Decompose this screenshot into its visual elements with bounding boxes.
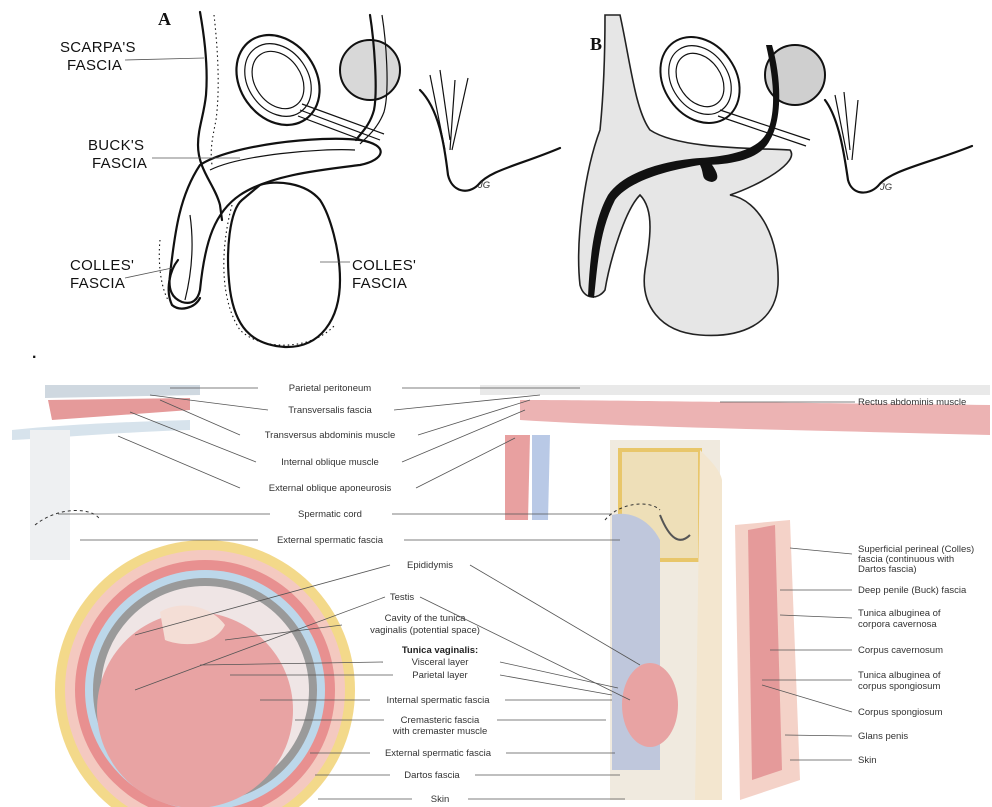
right-labels: Rectus abdominis muscle Superficial peri… — [858, 397, 974, 766]
label-albuginea-spong-line2: corpus spongiosum — [858, 681, 940, 692]
label-spermatic-cord: Spermatic cord — [298, 509, 362, 520]
label-skin-left: Skin — [431, 794, 449, 805]
label-corpus-cavernosum: Corpus cavernosum — [858, 645, 943, 656]
bottom-illustration: Parietal peritoneum Transversalis fascia… — [12, 383, 990, 807]
label-cavity-line1: Cavity of the tunica — [385, 613, 467, 624]
scarpa-dotted-line — [211, 15, 218, 165]
label-testis: Testis — [390, 592, 415, 603]
label-transversalis-fascia: Transversalis fascia — [288, 405, 372, 416]
svg-text:FASCIA: FASCIA — [70, 275, 125, 292]
panel-a-signature: JG — [477, 180, 490, 191]
testis-cross-section — [55, 540, 355, 807]
label-epididymis: Epididymis — [407, 560, 453, 571]
label-visceral-layer: Visceral layer — [412, 657, 469, 668]
scrotum-outline — [228, 183, 340, 347]
colles-right-label: COLLES' FASCIA — [320, 257, 416, 292]
label-internal-oblique: Internal oblique muscle — [281, 457, 379, 468]
svg-text:FASCIA: FASCIA — [67, 57, 122, 74]
penis-section — [610, 440, 800, 800]
label-transversus-abdominis: Transversus abdominis muscle — [265, 430, 396, 441]
colles-left-label: COLLES' FASCIA — [70, 257, 172, 292]
abdominal-wall-line — [198, 12, 222, 220]
label-external-spermatic-fascia-top: External spermatic fascia — [277, 535, 384, 546]
label-rectus-abdominis: Rectus abdominis muscle — [858, 397, 966, 408]
svg-text:COLLES': COLLES' — [352, 257, 416, 274]
label-external-spermatic-fascia: External spermatic fascia — [385, 748, 492, 759]
label-cavity-line2: vaginalis (potential space) — [370, 625, 480, 636]
panel-b-label: B — [590, 34, 602, 54]
panel-a-label: A — [158, 9, 171, 29]
svg-text:FASCIA: FASCIA — [352, 275, 407, 292]
label-colles-line3: Dartos fascia) — [858, 564, 917, 575]
label-internal-spermatic-fascia: Internal spermatic fascia — [387, 695, 491, 706]
panel-b-signature: JG — [879, 182, 892, 193]
label-albuginea-cav-line1: Tunica albuginea of — [858, 608, 941, 619]
svg-text:FASCIA: FASCIA — [92, 155, 147, 172]
label-cremasteric-line1: Cremasteric fascia — [401, 715, 480, 726]
label-corpus-spongiosum: Corpus spongiosum — [858, 707, 943, 718]
label-albuginea-spong-line1: Tunica albuginea of — [858, 670, 941, 681]
svg-text:SCARPA'S: SCARPA'S — [60, 39, 136, 56]
panel-a-drawing: A JG SCARPA'S FASCIA — [60, 9, 560, 347]
perineum-outline — [420, 90, 560, 191]
label-parietal-layer: Parietal layer — [412, 670, 467, 681]
label-external-oblique: External oblique aponeurosis — [269, 483, 392, 494]
label-skin-right: Skin — [858, 755, 876, 766]
svg-text:BUCK'S: BUCK'S — [88, 137, 144, 154]
label-dartos-fascia: Dartos fascia — [404, 770, 460, 781]
svg-text:COLLES': COLLES' — [70, 257, 134, 274]
label-parietal-peritoneum: Parietal peritoneum — [289, 383, 371, 394]
penis-shaft-outline — [170, 139, 381, 303]
label-tunica-vaginalis: Tunica vaginalis: — [402, 645, 478, 656]
scarpa-label: SCARPA'S FASCIA — [60, 39, 204, 74]
label-albuginea-cav-line2: corpora cavernosa — [858, 619, 937, 630]
rectum-circle — [340, 40, 400, 100]
separator-mark: . — [32, 345, 36, 362]
panel-b-drawing: B JG — [579, 15, 972, 335]
label-buck-fascia: Deep penile (Buck) fascia — [858, 585, 967, 596]
label-cremasteric-line2: with cremaster muscle — [392, 726, 488, 737]
label-glans-penis: Glans penis — [858, 731, 908, 742]
perineum-outline-b — [825, 100, 972, 193]
